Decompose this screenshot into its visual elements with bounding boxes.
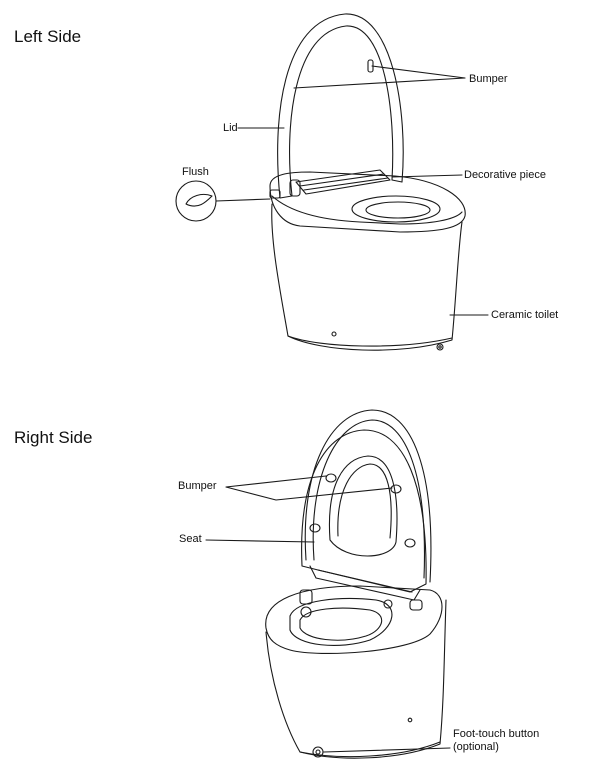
ceramic-toilet-label: Ceramic toilet [491, 309, 559, 321]
seat-leader [205, 539, 315, 543]
lid-label: Lid [223, 122, 238, 134]
right-toilet-top-rim [265, 585, 443, 655]
bowl-opening [351, 195, 441, 223]
seat-opening [328, 455, 398, 557]
foot-touch-leader [323, 747, 451, 753]
foot-touch-label-line2: (optional) [453, 741, 499, 753]
lid-inner [289, 25, 394, 197]
lid-outer [277, 13, 404, 199]
decorative-piece-label: Decorative piece [464, 169, 546, 181]
toilet-top-rim [269, 171, 466, 233]
left-bumper-leader [293, 65, 466, 89]
right-bumper-leader [225, 475, 393, 501]
flush-label: Flush [182, 166, 209, 178]
right-lid [304, 409, 432, 583]
left-toilet-drawing [175, 13, 489, 351]
seat-label: Seat [179, 533, 202, 545]
left-bumper-label: Bumper [469, 73, 508, 85]
foot-touch-button [312, 746, 324, 758]
foot-touch-label-line1: Foot-touch button [453, 728, 540, 740]
flush-leader [215, 198, 271, 202]
decorative-leader [391, 174, 463, 178]
right-ceramic-body [265, 599, 447, 759]
seat [301, 429, 427, 593]
decorative-piece [295, 169, 391, 195]
flush-button-icon [175, 180, 217, 222]
right-toilet-drawing [205, 409, 451, 759]
right-bowl-opening [289, 598, 393, 646]
left-side-title: Left Side [14, 27, 82, 46]
ceramic-body [271, 203, 463, 351]
right-bumper-label: Bumper [178, 480, 217, 492]
right-side-title: Right Side [14, 428, 93, 447]
